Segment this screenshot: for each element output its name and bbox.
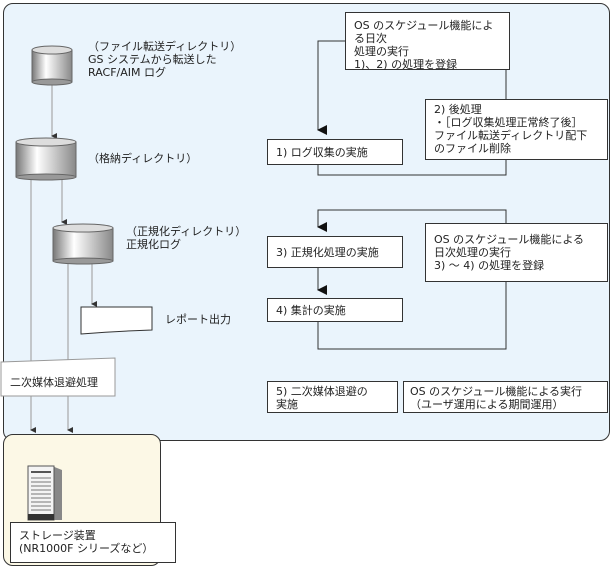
step1-log-collection-box: 1) ログ収集の実施: [267, 139, 403, 165]
normalized-dir-label: （正規化ディレクトリ） 正規化ログ: [126, 225, 247, 251]
secondary-media-shape: [0, 357, 116, 397]
storage-label: ストレージ装置 (NR1000F シリーズなど）: [10, 522, 176, 563]
schedule-periodic-box: OS のスケジュール機能による実行 （ユーザ運用による期間運用）: [403, 381, 608, 413]
step2-post-processing-box: 2) 後処理 ・［ログ収集処理正常終了後］ ファイル転送ディレクトリ配下 のファ…: [425, 99, 608, 160]
transfer-dir-label: （ファイル転送ディレクトリ） GS システムから転送した RACF/AIM ログ: [88, 40, 242, 79]
step3-normalization-box: 3) 正規化処理の実施: [267, 236, 403, 268]
report-label: レポート出力: [165, 313, 231, 326]
step5-secondary-media-box: 5) 二次媒体退避の 実施: [267, 381, 398, 413]
schedule-daily-1-box: OS のスケジュール機能による日次 処理の実行 1)、2) の処理を登録: [345, 12, 510, 71]
process-flow-lines: [317, 40, 507, 350]
transfer-dir-cylinder-icon: [31, 45, 73, 86]
schedule-daily-2-box: OS のスケジュール機能による 日次処理の実行 3) ～ 4) の処理を登録: [425, 223, 608, 282]
storage-dir-label: （格納ディレクトリ）: [88, 152, 198, 165]
normalized-dir-cylinder-icon: [52, 223, 114, 265]
step4-aggregation-box: 4) 集計の実施: [267, 298, 403, 322]
storage-server-icon: [27, 465, 62, 521]
storage-dir-cylinder-icon: [15, 137, 77, 181]
report-document-icon: [80, 306, 153, 335]
secondary-media-label: 二次媒体退避処理: [10, 376, 98, 389]
